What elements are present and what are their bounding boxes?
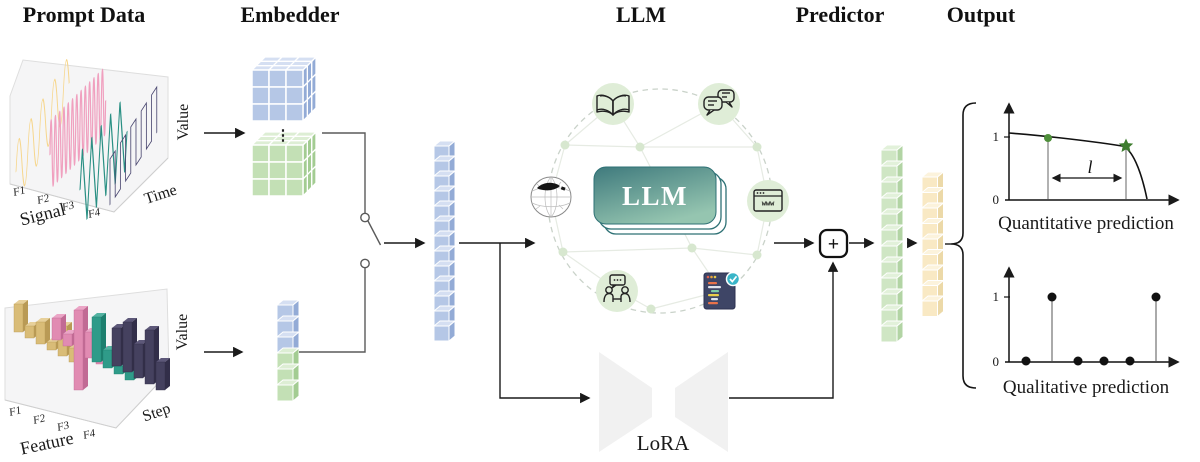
heading-predictor: Predictor [795,2,885,27]
plus-label: + [828,234,839,256]
code-window-icon [703,271,741,310]
lora-label: LoRA [637,431,690,455]
wave-sine-pink [49,68,107,187]
embedding-stack-small [275,298,301,403]
current-point-dot [1044,134,1052,142]
predictor-stack-green [879,143,905,344]
qual-ytick-1: 1 [993,289,1000,304]
degradation-curve [1008,132,1148,200]
qualitative-plot: 1 0 Qualitative prediction [993,266,1180,398]
feature-tick-f1: F1 [7,404,23,419]
llm-box: LLM [593,166,727,235]
stem-point [1125,356,1135,366]
llm-box-label: LLM [622,181,688,211]
route-switch [299,132,382,353]
wikipedia-globe-icon [530,176,572,218]
chat-bubbles-icon [698,83,740,125]
feature-step-axis-label: Step [140,400,172,425]
predictor-stack-yellow [920,170,945,318]
heading-embedder: Embedder [240,2,340,27]
browser-www-label: www [762,201,775,209]
signal-tick-f3: F3 [60,199,76,214]
stem-point [1151,292,1161,302]
embedding-cube-green [250,130,318,198]
signal-tick-f4: F4 [86,206,102,221]
wave-square-navy [109,85,158,206]
lora-adapter: LoRA [599,352,728,455]
stem-point [1021,356,1031,366]
quantitative-plot: 1 0 l Quantitative prediction [993,102,1180,234]
stem-point [1047,292,1057,302]
check-badge-icon [725,271,741,287]
stem-series [1021,292,1161,366]
lora-up-trapezoid [675,352,728,452]
quantitative-caption: Quantitative prediction [998,213,1174,234]
flow-arrows [204,127,951,404]
stem-point [1099,356,1109,366]
heading-output: Output [946,2,1016,27]
signal-tick-f2: F2 [35,192,51,207]
hub-network-nodes [558,140,762,314]
stem-point [1073,356,1083,366]
embedder-ellipsis: ⋮ [276,128,291,144]
llm-hub: www [530,83,789,314]
quant-ytick-1: 1 [993,129,1000,144]
feature-tick-f2: F2 [31,412,47,427]
open-book-icon [592,83,634,125]
browser-www-icon: www [747,180,789,222]
heading-llm: LLM [615,2,667,27]
heading-prompt-data: Prompt Data [22,2,146,27]
token-stack-blue [432,139,457,343]
wave-triangle-teal [79,101,128,220]
lora-down-trapezoid [599,352,652,452]
predicted-point-star [1118,138,1134,152]
signal-tick-f1: F1 [11,184,27,199]
quant-ytick-0: 0 [993,192,1000,207]
interval-length-label: l [1087,157,1092,177]
fusion-plus-node: + [818,228,849,259]
qual-ytick-0: 0 [993,354,1000,369]
feature-tick-f3: F3 [55,419,71,434]
signal-time-axis-label: Time [142,182,179,208]
people-meeting-icon [596,270,638,312]
output-brace [950,102,977,389]
signal-value-axis-label: Value [175,104,192,140]
embedding-cube-blue [250,55,318,123]
feature-tick-f4: F4 [81,427,97,442]
feature-value-axis-label: Value [174,314,191,350]
feature-3d-plot: Value Step Feature F1 F2 F3 F4 [4,288,191,459]
qualitative-caption: Qualitative prediction [1003,377,1170,398]
feature-category-axis-label: Feature [18,428,75,459]
signal-3d-plot: Value Time Signal F1 F2 F3 F4 [9,59,192,229]
